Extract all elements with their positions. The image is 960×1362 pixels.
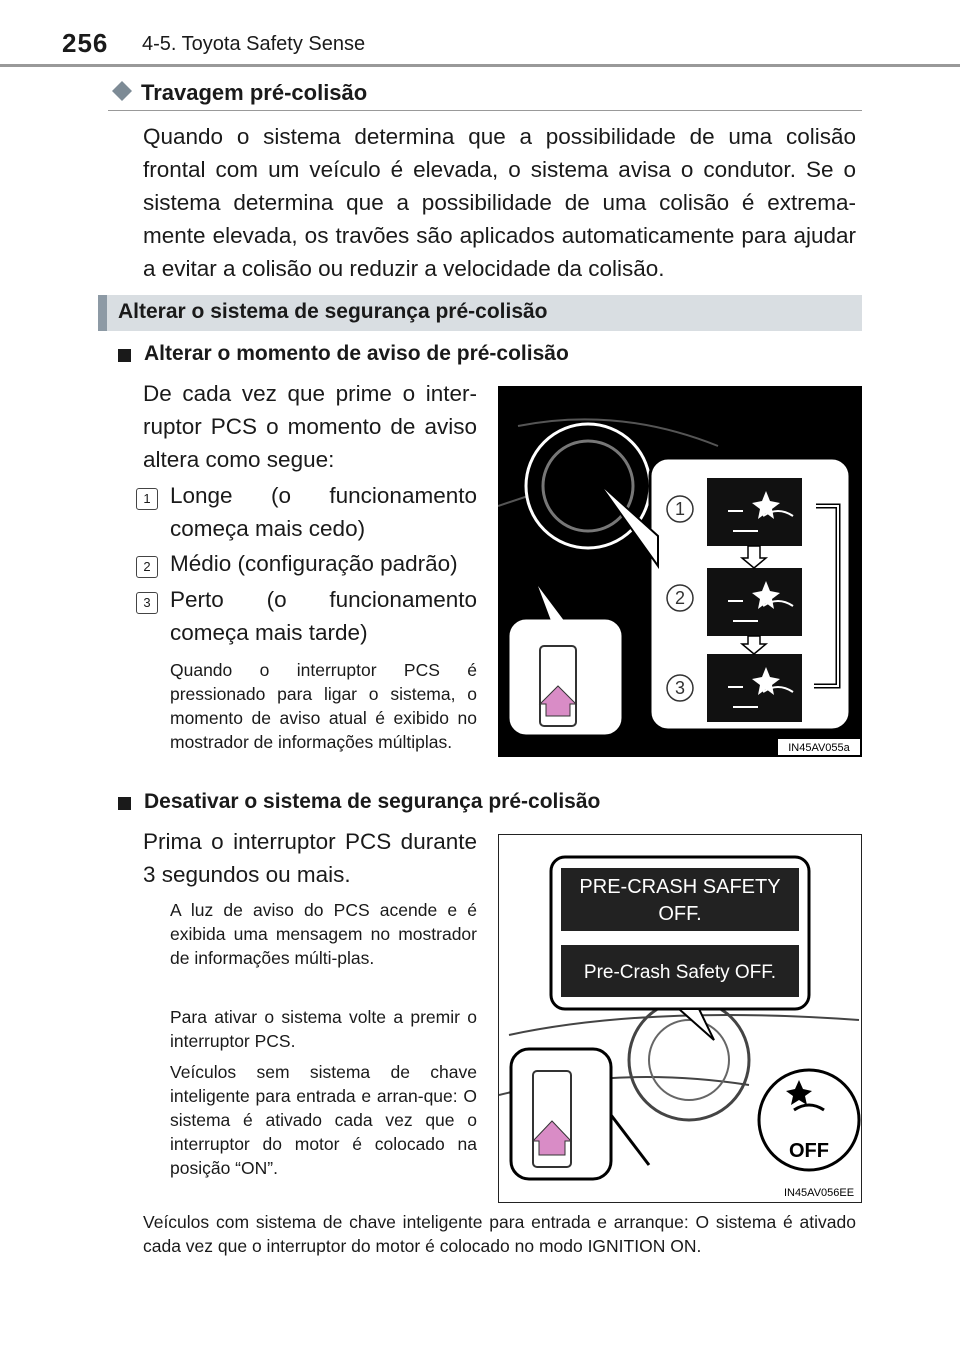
- pcs-off-figure: PRE-CRASH SAFETY OFF. Pre-Crash Safety O…: [498, 834, 862, 1203]
- square-bullet-icon: [118, 349, 131, 362]
- box-title: Alterar o sistema de segurança pré-colis…: [118, 300, 548, 323]
- box-title-background: [98, 295, 862, 331]
- header-rule: [0, 64, 960, 67]
- list-item: Perto (o funcionamento começa mais tarde…: [170, 587, 477, 645]
- page-number: 256: [62, 28, 109, 58]
- chapter-header: 4-5. Toyota Safety Sense: [142, 33, 366, 55]
- list-item: Médio (configuração padrão): [170, 551, 458, 576]
- figure-label-1: 1: [675, 499, 685, 519]
- figure-code: IN45AV056EE: [784, 1187, 854, 1199]
- subsection-paragraph: De cada vez que prime o inter-ruptor PCS…: [143, 381, 477, 472]
- display-line-1: PRE-CRASH SAFETY: [579, 876, 780, 898]
- pcs-off-illustration: PRE-CRASH SAFETY OFF. Pre-Crash Safety O…: [498, 855, 861, 1199]
- item-number: 1: [136, 488, 158, 510]
- note: Veículos sem sistema de chave inteligent…: [170, 1062, 477, 1178]
- section-rule: [108, 110, 862, 111]
- item-number: 3: [136, 592, 158, 614]
- subsection-paragraph: Prima o interruptor PCS durante 3 segund…: [143, 829, 477, 887]
- note: Quando o interruptor PCS é pressionado p…: [170, 660, 477, 752]
- note: A luz de aviso do PCS acende e é exibida…: [170, 900, 477, 968]
- diamond-icon: [112, 81, 132, 101]
- subsection-title: Alterar o momento de aviso de pré-colisã…: [144, 342, 569, 365]
- subsection-title: Desativar o sistema de segurança pré-col…: [144, 790, 601, 813]
- section-title: Travagem pré-colisão: [141, 80, 368, 105]
- list-item: Longe (o funcionamento começa mais cedo): [170, 483, 477, 541]
- footer-note: Veículos com sistema de chave inteligent…: [143, 1212, 856, 1256]
- figure-label-2: 2: [675, 588, 685, 608]
- square-bullet-icon: [118, 797, 131, 810]
- intro-paragraph: Quando o sistema determina que a possibi…: [143, 124, 856, 281]
- figure-code: IN45AV055a: [788, 742, 850, 754]
- display-line-2: OFF.: [658, 903, 701, 925]
- off-label: OFF: [789, 1140, 829, 1162]
- timing-figure: 1 2 3 IN45AV055a: [497, 386, 862, 757]
- display-small: Pre-Crash Safety OFF.: [584, 962, 776, 983]
- timing-illustration: 1 2 3 IN45AV055a: [497, 386, 862, 757]
- figure-label-3: 3: [675, 678, 685, 698]
- item-number: 2: [136, 556, 158, 578]
- note: Para ativar o sistema volte a premir o i…: [170, 1007, 477, 1051]
